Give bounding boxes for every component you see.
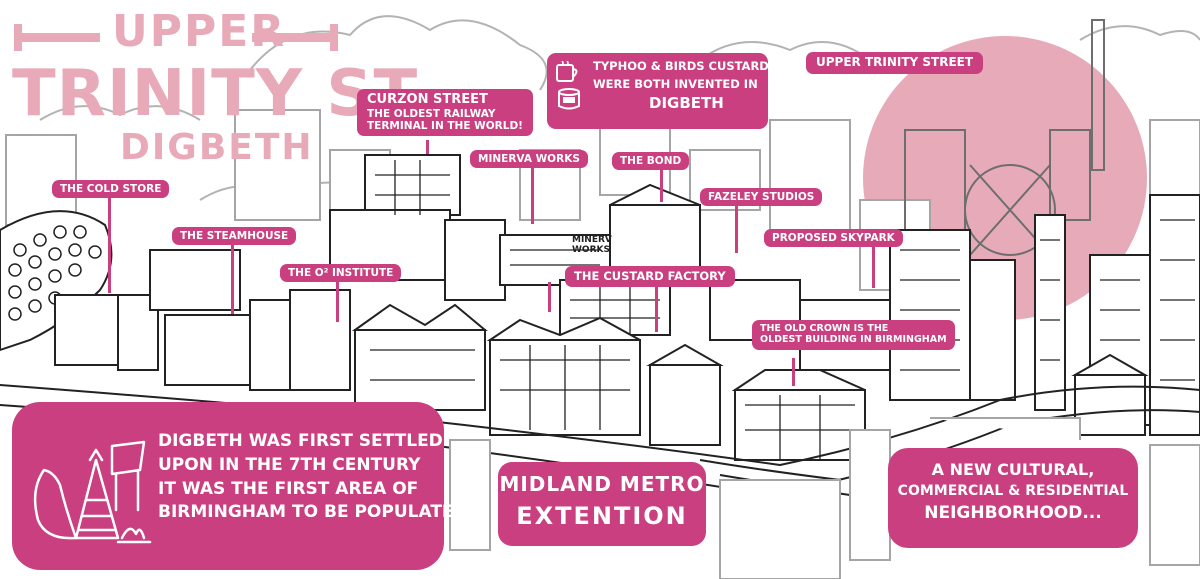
building [889,229,971,401]
skypark-tower [1034,214,1066,411]
window-lines [570,285,660,335]
label-stem [108,198,111,293]
minerva-works-sign: MINERV WORKS [572,235,612,255]
label-upper-trinity-street: UPPER TRINITY STREET [806,52,984,74]
cloud-outline [1079,25,1200,41]
label-stem [531,166,534,224]
label-stem [735,203,738,253]
cloud-outline [249,15,548,91]
label-o2-institute: THE O² INSTITUTE [280,264,402,283]
label-stem [872,243,875,288]
window-lines [1100,279,1140,341]
roof [1071,353,1149,376]
label-steamhouse: THE STEAMHOUSE [172,227,297,246]
building [1149,194,1200,436]
back-building [234,109,321,221]
factory-wheel [964,164,1056,256]
window-lines [1160,219,1195,381]
roof [609,183,701,206]
neighborhood-line-1: A NEW CULTURAL, [931,460,1095,479]
factory-building [1049,129,1091,221]
window-lines [900,249,960,371]
mug-icon [555,60,581,86]
building [164,314,251,386]
foreground-building [719,479,841,579]
neighborhood-line-2: COMMERCIAL & RESIDENTIAL [897,483,1129,500]
roof [351,303,488,331]
label-stem [231,244,234,314]
title-area: DIGBETH [120,127,314,168]
title-bar-left [18,33,100,42]
building [54,294,126,366]
timber-frame-lines [745,395,855,460]
label-stem [655,282,658,332]
foreground-building [1149,444,1200,566]
label-old-crown: THE OLD CROWN IS THE OLDEST BUILDING IN … [752,320,955,350]
back-building [769,119,851,231]
window-lines [370,349,475,381]
label-cold-store: THE COLD STORE [52,180,170,199]
label-typhoo-custard: TYPHOO & BIRDS CUSTARD WERE BOTH INVENTE… [547,53,769,129]
building [354,329,486,411]
metro-extension-box: MIDLAND METRO EXTENTION [498,462,706,546]
label-stem [792,358,795,386]
roof [486,316,641,341]
title-bar-right [252,33,334,42]
title-upper: UPPER [112,6,287,57]
institute-building [249,299,296,391]
custard-tin-icon [557,87,581,114]
window-lines [500,345,630,430]
roof [646,343,724,366]
window-lines [375,160,450,215]
label-curzon-street: CURZON STREET THE OLDEST RAILWAY TERMINA… [357,89,533,137]
curzon-street-building [364,154,461,216]
label-stem [660,168,663,202]
factory-chimney [1091,19,1105,171]
building [1074,374,1146,436]
window-lines [510,249,600,266]
foreground-building [449,439,491,551]
label-stem [548,282,551,312]
neighborhood-box: A NEW CULTURAL, COMMERCIAL & RESIDENTIAL… [888,448,1138,548]
fact-box-settlement: DIGBETH WAS FIRST SETTLED UPON IN THE 7T… [12,402,468,570]
foreground-building [849,429,891,561]
foreground-building [930,417,1081,440]
window-lines [1040,239,1060,361]
neighborhood-line-3: NEIGHBORHOOD... [924,503,1102,524]
fact-text: DIGBETH WAS FIRST SETTLED UPON IN THE 7T… [158,431,468,523]
building [969,259,1016,401]
steamhouse-building [149,249,241,311]
label-the-bond: THE BOND [612,152,690,171]
label-stem [336,282,339,322]
cloud-outline [39,105,201,121]
title-bar-left-cap [14,24,22,51]
metro-line-1: MIDLAND METRO [499,472,705,496]
tent-hut-campfire-icon [26,430,156,554]
label-fazeley-studios: FAZELEY STUDIOS [700,188,823,207]
roof [731,369,866,391]
building [444,219,506,301]
building [649,364,721,446]
metro-line-2: EXTENTION [516,502,688,530]
cloud-outline [699,41,871,61]
label-minerva-works: MINERVA WORKS [470,150,588,169]
label-stem [426,140,429,154]
title-bar-right-cap [330,24,338,51]
label-custard-factory: THE CUSTARD FACTORY [565,266,735,288]
label-proposed-skypark: PROPOSED SKYPARK [764,229,903,248]
building [289,289,351,391]
fazeley-studios-building [609,204,701,276]
